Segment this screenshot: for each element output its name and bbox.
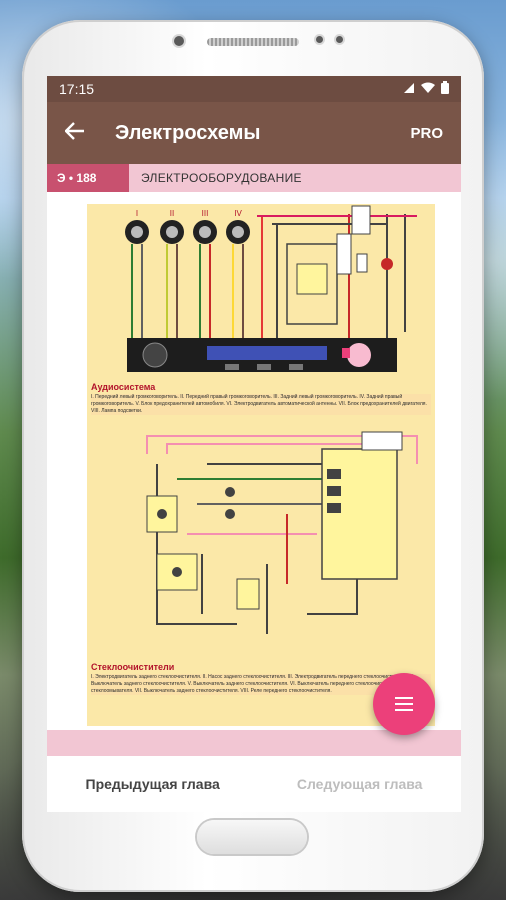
status-bar: 17:15: [47, 76, 461, 102]
menu-fab-button[interactable]: [373, 673, 435, 735]
audio-caption-text: I. Передний левый громкоговоритель. II. …: [91, 394, 431, 415]
signal-icon: [403, 81, 415, 97]
wiper-caption-text: I. Электродвигатель заднего стеклоочисти…: [91, 674, 431, 695]
chapter-navigation: Предыдущая глава Следующая глава: [47, 756, 461, 812]
chapter-code: Э • 188: [47, 164, 129, 192]
back-arrow-icon[interactable]: [64, 120, 85, 146]
page-title: Электросхемы: [115, 121, 261, 144]
next-chapter-button[interactable]: Следующая глава: [296, 776, 423, 792]
footer-divider: [47, 730, 461, 756]
speaker-label: II: [170, 209, 174, 218]
speaker-label: IV: [234, 209, 242, 218]
home-button[interactable]: [197, 820, 307, 854]
chapter-header: Э • 188 ЭЛЕКТРООБОРУДОВАНИЕ: [47, 164, 461, 192]
wifi-icon: [421, 81, 435, 97]
pro-button[interactable]: PRO: [410, 124, 443, 142]
sensor: [336, 36, 343, 43]
previous-chapter-button[interactable]: Предыдущая глава: [85, 776, 220, 792]
speakers: [125, 220, 250, 244]
chapter-name: ЭЛЕКТРООБОРУДОВАНИЕ: [141, 171, 302, 185]
audio-caption-title: Аудиосистема: [91, 382, 156, 392]
front-camera: [174, 36, 184, 46]
app-screen: 17:15 Электросхемы PRO Э • 188 ЭЛЕКТРООБ…: [47, 76, 461, 812]
status-time: 17:15: [59, 81, 95, 97]
app-bar: Электросхемы PRO: [47, 102, 461, 164]
wiper-schematic: [87, 424, 435, 660]
speaker-label: I: [136, 209, 138, 218]
speaker-label: III: [202, 209, 209, 218]
battery-icon: [441, 81, 449, 97]
menu-icon: [395, 697, 413, 699]
earpiece-speaker: [207, 38, 299, 46]
sensor: [316, 36, 323, 43]
wiper-caption-title: Стеклоочистители: [91, 662, 175, 672]
